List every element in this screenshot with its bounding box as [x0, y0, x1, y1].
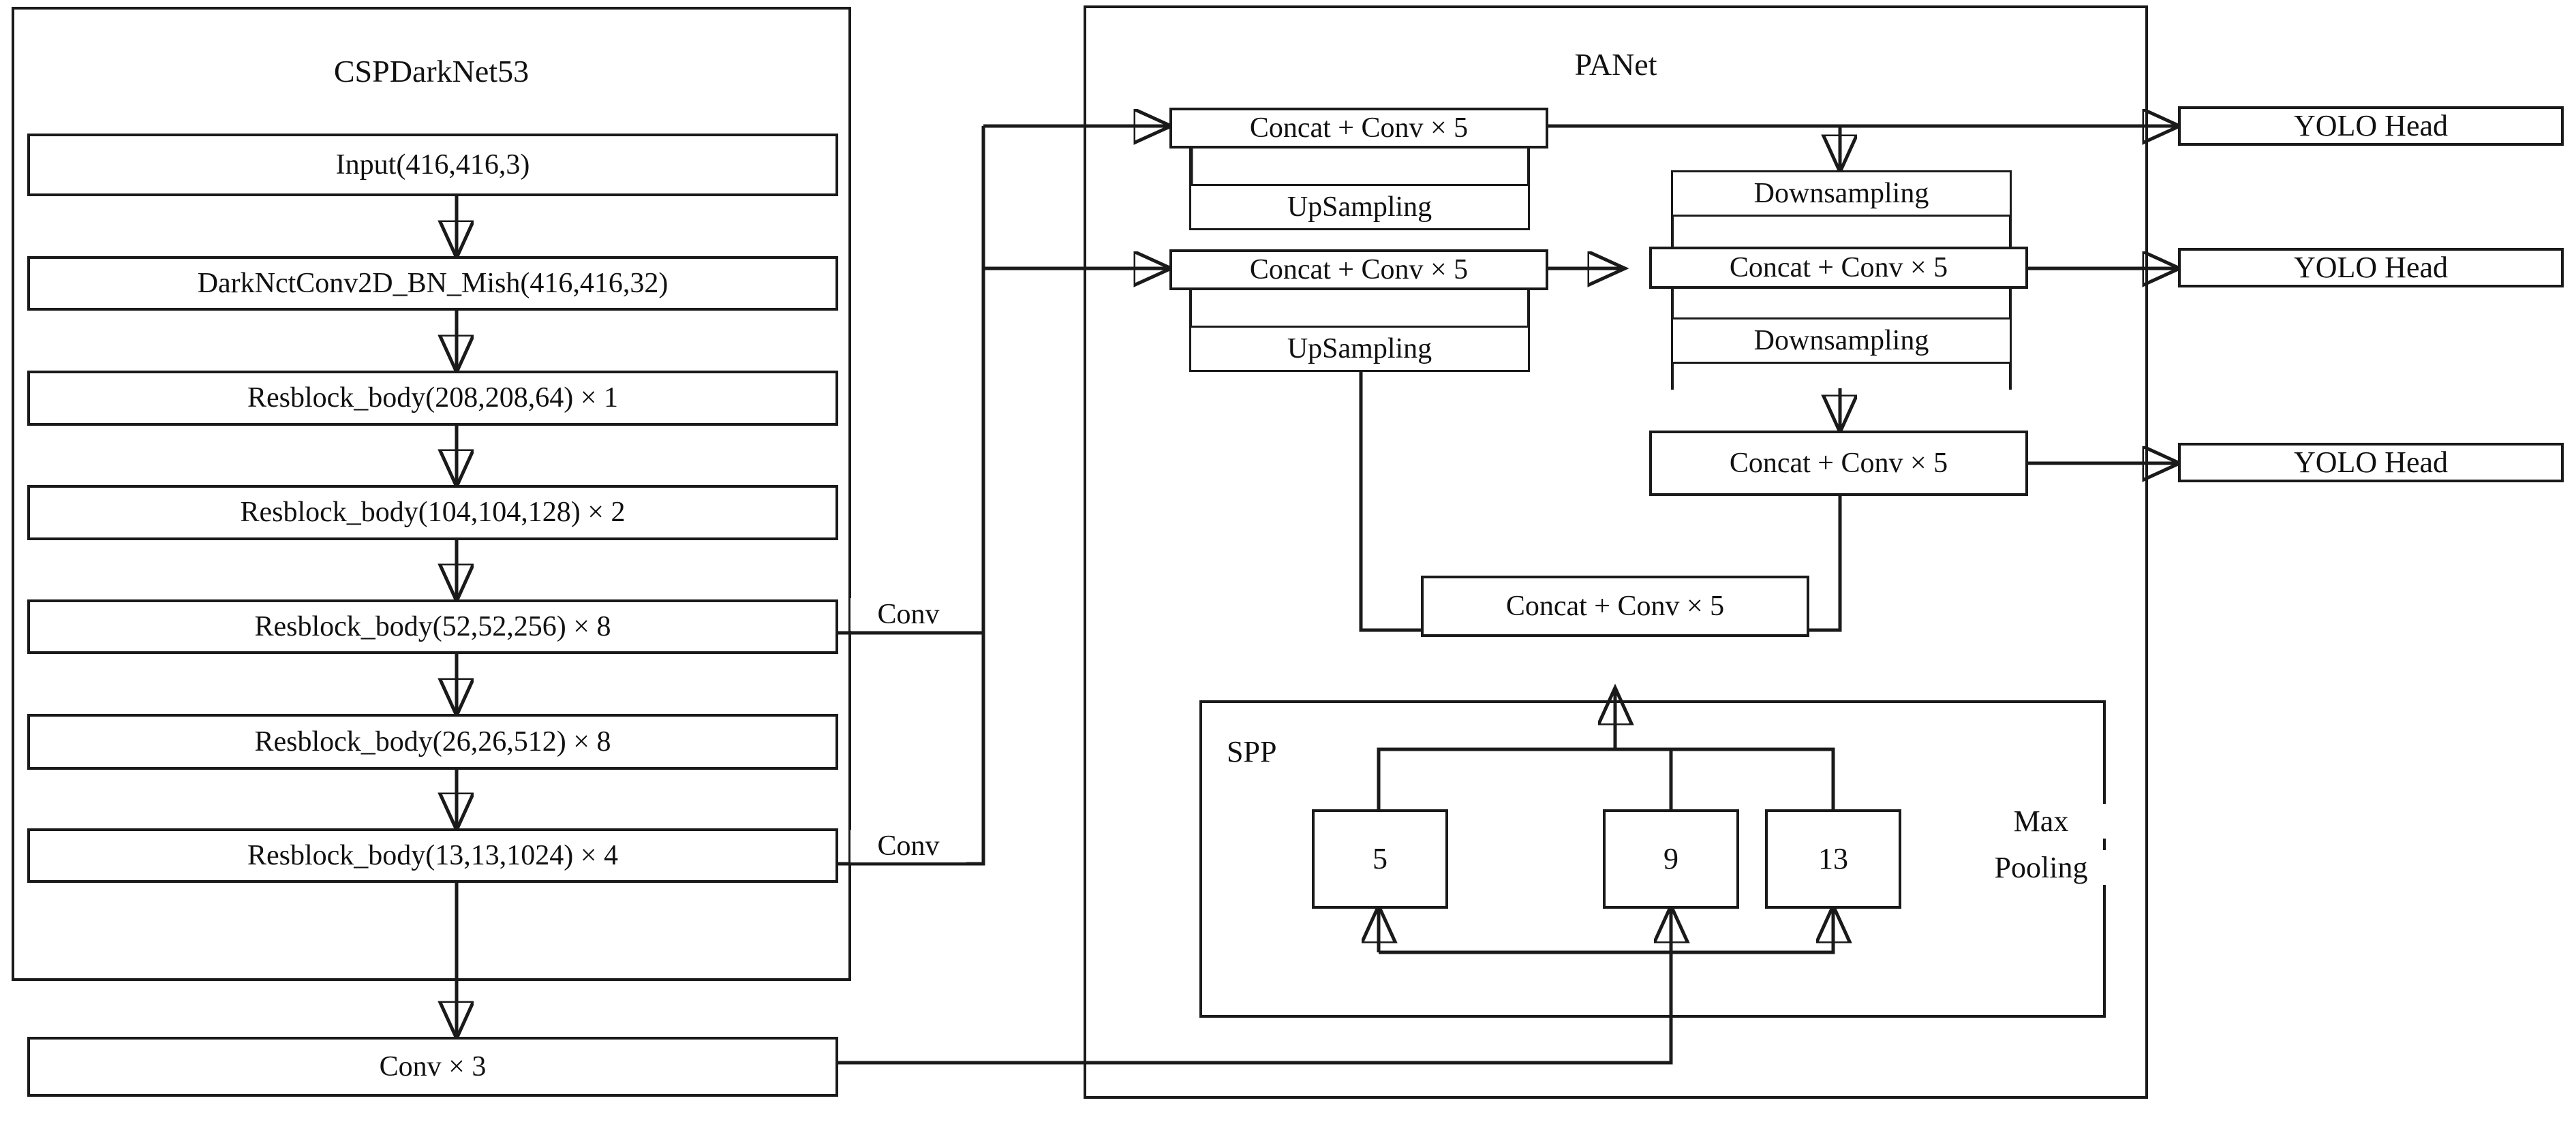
panet-left-upsampling-2: UpSampling — [1189, 326, 1530, 372]
spp-pool-13: 13 — [1765, 809, 1901, 909]
panet-mid-concat-2: Concat + Conv × 5 — [1649, 247, 2028, 289]
panet-title: PANet — [1574, 47, 1657, 82]
yolo-head-3: YOLO Head — [2178, 443, 2564, 482]
backbone-tail-conv3: Conv × 3 — [27, 1037, 838, 1097]
spp-pool-9: 9 — [1603, 809, 1739, 909]
spp-title: SPP — [1227, 735, 1277, 768]
panet-left-concat-1: Concat + Conv × 5 — [1169, 108, 1548, 149]
conv-tap-label-2: Conv — [850, 830, 966, 862]
panet-left-stack-outline-2 — [1189, 289, 1530, 327]
panet-bottom-fusion-concat: Concat + Conv × 5 — [1421, 576, 1809, 637]
panet-left-stack-outline — [1189, 147, 1530, 185]
backbone-layer-resblock-104: Resblock_body(104,104,128) × 2 — [27, 485, 838, 540]
panet-mid-concat-3: Concat + Conv × 5 — [1649, 431, 2028, 496]
panet-mid-stack-outline-1 — [1671, 215, 2012, 248]
panet-mid-downsampling-1: Downsampling — [1671, 170, 2012, 217]
yolo-head-2: YOLO Head — [2178, 248, 2564, 287]
spp-maxpooling-label-line2: Pooling — [1963, 850, 2119, 885]
backbone-layer-darknetconv2d: DarkNctConv2D_BN_Mish(416,416,32) — [27, 256, 838, 311]
panet-container — [1084, 5, 2148, 1099]
backbone-layer-resblock-208: Resblock_body(208,208,64) × 1 — [27, 371, 838, 426]
spp-pool-5: 5 — [1312, 809, 1448, 909]
backbone-layer-resblock-26: Resblock_body(26,26,512) × 8 — [27, 714, 838, 770]
backbone-layer-resblock-13: Resblock_body(13,13,1024) × 4 — [27, 828, 838, 883]
yolo-head-1: YOLO Head — [2178, 106, 2564, 146]
backbone-layer-resblock-52: Resblock_body(52,52,256) × 8 — [27, 599, 838, 654]
panet-mid-stack-outline-2 — [1671, 287, 2012, 319]
backbone-layer-input: Input(416,416,3) — [27, 134, 838, 196]
panet-left-upsampling-1: UpSampling — [1189, 184, 1530, 230]
spp-maxpooling-label-line1: Max — [1963, 804, 2119, 839]
conv-tap-label-1: Conv — [850, 598, 966, 631]
panet-mid-downsampling-2: Downsampling — [1671, 317, 2012, 364]
panet-mid-stack-outline-3 — [1671, 362, 2012, 390]
backbone-title: CSPDarkNet53 — [333, 54, 530, 89]
panet-left-concat-2: Concat + Conv × 5 — [1169, 249, 1548, 290]
